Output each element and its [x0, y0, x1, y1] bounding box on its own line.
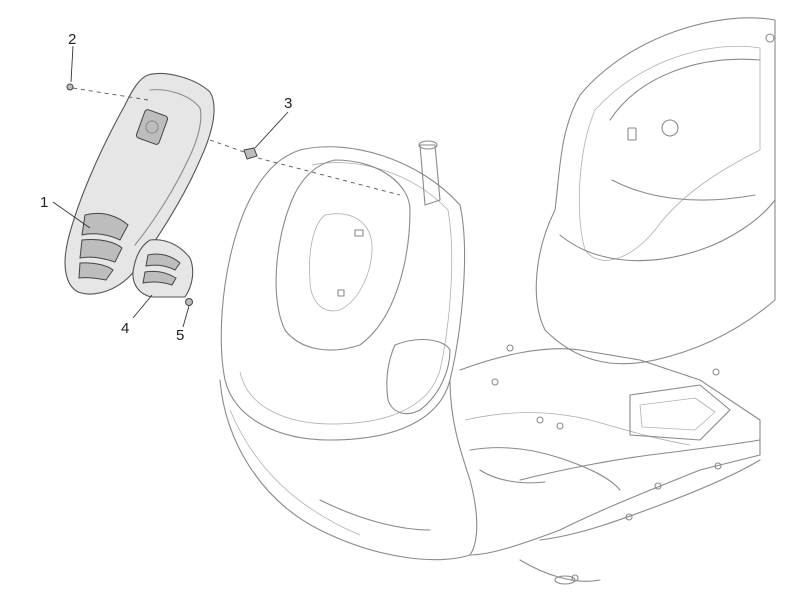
callout-labels: 2 3 1 4 5: [40, 31, 292, 344]
callout-label-1: 1: [40, 194, 48, 211]
part-5-screw: [185, 298, 193, 306]
part-4-grille: [132, 239, 194, 298]
scooter-body-outline: [219, 17, 776, 585]
part-2-screw: [66, 83, 149, 101]
part-3-clip-nut: [209, 139, 401, 196]
callout-leaders: [52, 45, 289, 328]
callout-label-5: 5: [176, 327, 184, 344]
part-1-front-cover: [64, 72, 215, 295]
callout-label-2: 2: [68, 31, 76, 48]
callout-label-4: 4: [121, 320, 129, 337]
callout-label-3: 3: [284, 95, 292, 112]
